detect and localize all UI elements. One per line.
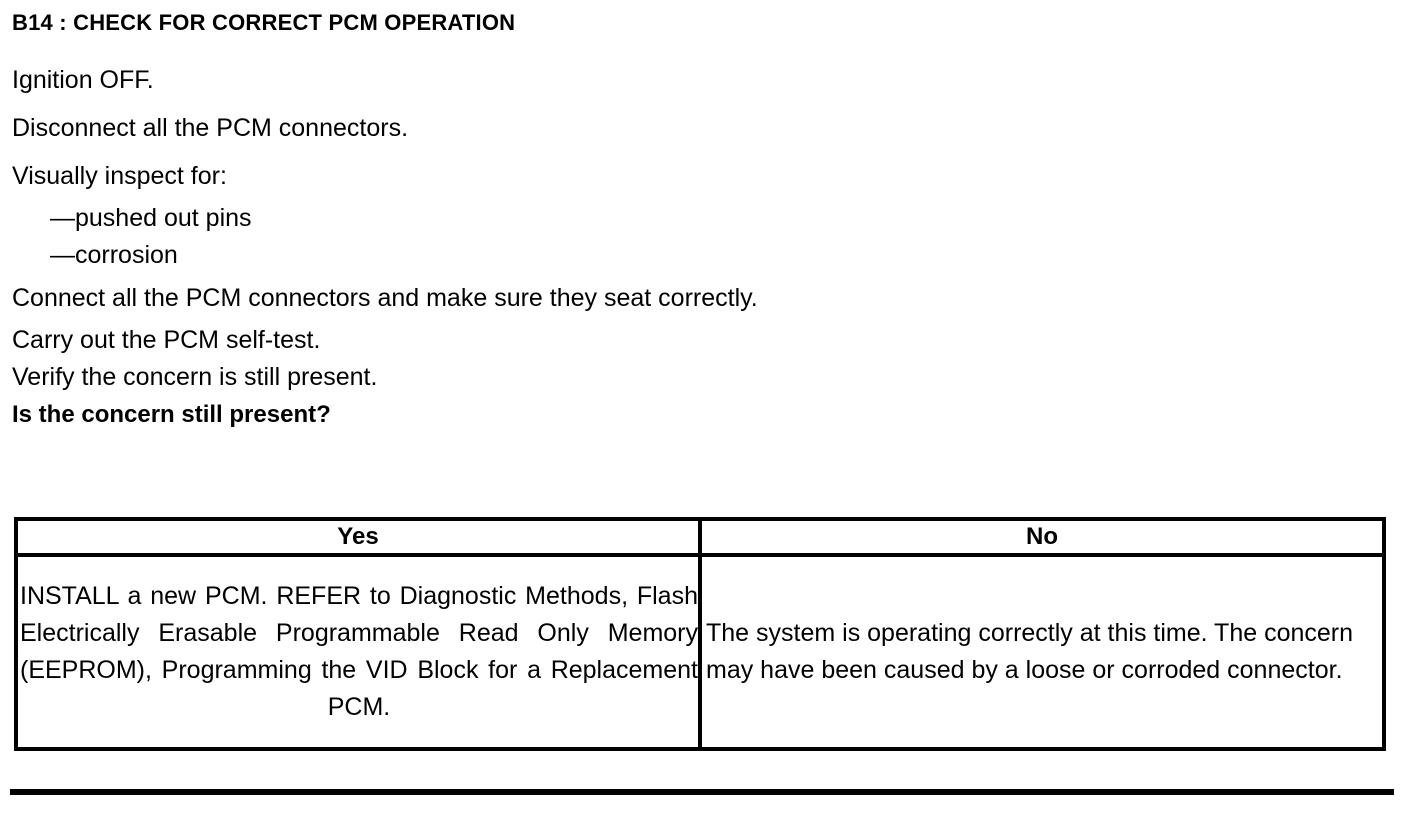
decision-table: Yes No INSTALL a new PCM. REFER to Diagn… xyxy=(14,517,1386,751)
table-cell-yes-answer: INSTALL a new PCM. REFER to Diagnostic M… xyxy=(14,553,702,751)
instruction-line-connect-connectors: Connect all the PCM connectors and make … xyxy=(12,284,758,312)
instruction-line-visually-inspect: Visually inspect for: xyxy=(12,162,227,190)
instruction-line-ignition-off: Ignition OFF. xyxy=(12,66,154,94)
section-divider-rule xyxy=(10,789,1394,795)
table-cell-no-answer: The system is operating correctly at thi… xyxy=(698,553,1386,751)
decision-question: Is the concern still present? xyxy=(12,401,331,428)
instruction-line-pcm-self-test: Carry out the PCM self-test. xyxy=(12,326,321,354)
table-header-no: No xyxy=(698,517,1386,557)
table-header-row: Yes No xyxy=(14,517,1386,557)
table-header-yes: Yes xyxy=(14,517,702,557)
instruction-bullet-corrosion: —corrosion xyxy=(50,241,178,269)
instruction-line-verify-concern: Verify the concern is still present. xyxy=(12,363,378,391)
instruction-bullet-pushed-out-pins: —pushed out pins xyxy=(50,204,252,232)
page-title: B14 : CHECK FOR CORRECT PCM OPERATION xyxy=(12,10,516,35)
yes-answer-text: INSTALL a new PCM. REFER to Diagnostic M… xyxy=(20,582,698,721)
instruction-list: Ignition OFF. Disconnect all the PCM con… xyxy=(12,56,1392,433)
no-answer-text: The system is operating correctly at thi… xyxy=(706,619,1354,684)
table-row: INSTALL a new PCM. REFER to Diagnostic M… xyxy=(14,553,1386,751)
instruction-line-disconnect-connectors: Disconnect all the PCM connectors. xyxy=(12,114,409,142)
